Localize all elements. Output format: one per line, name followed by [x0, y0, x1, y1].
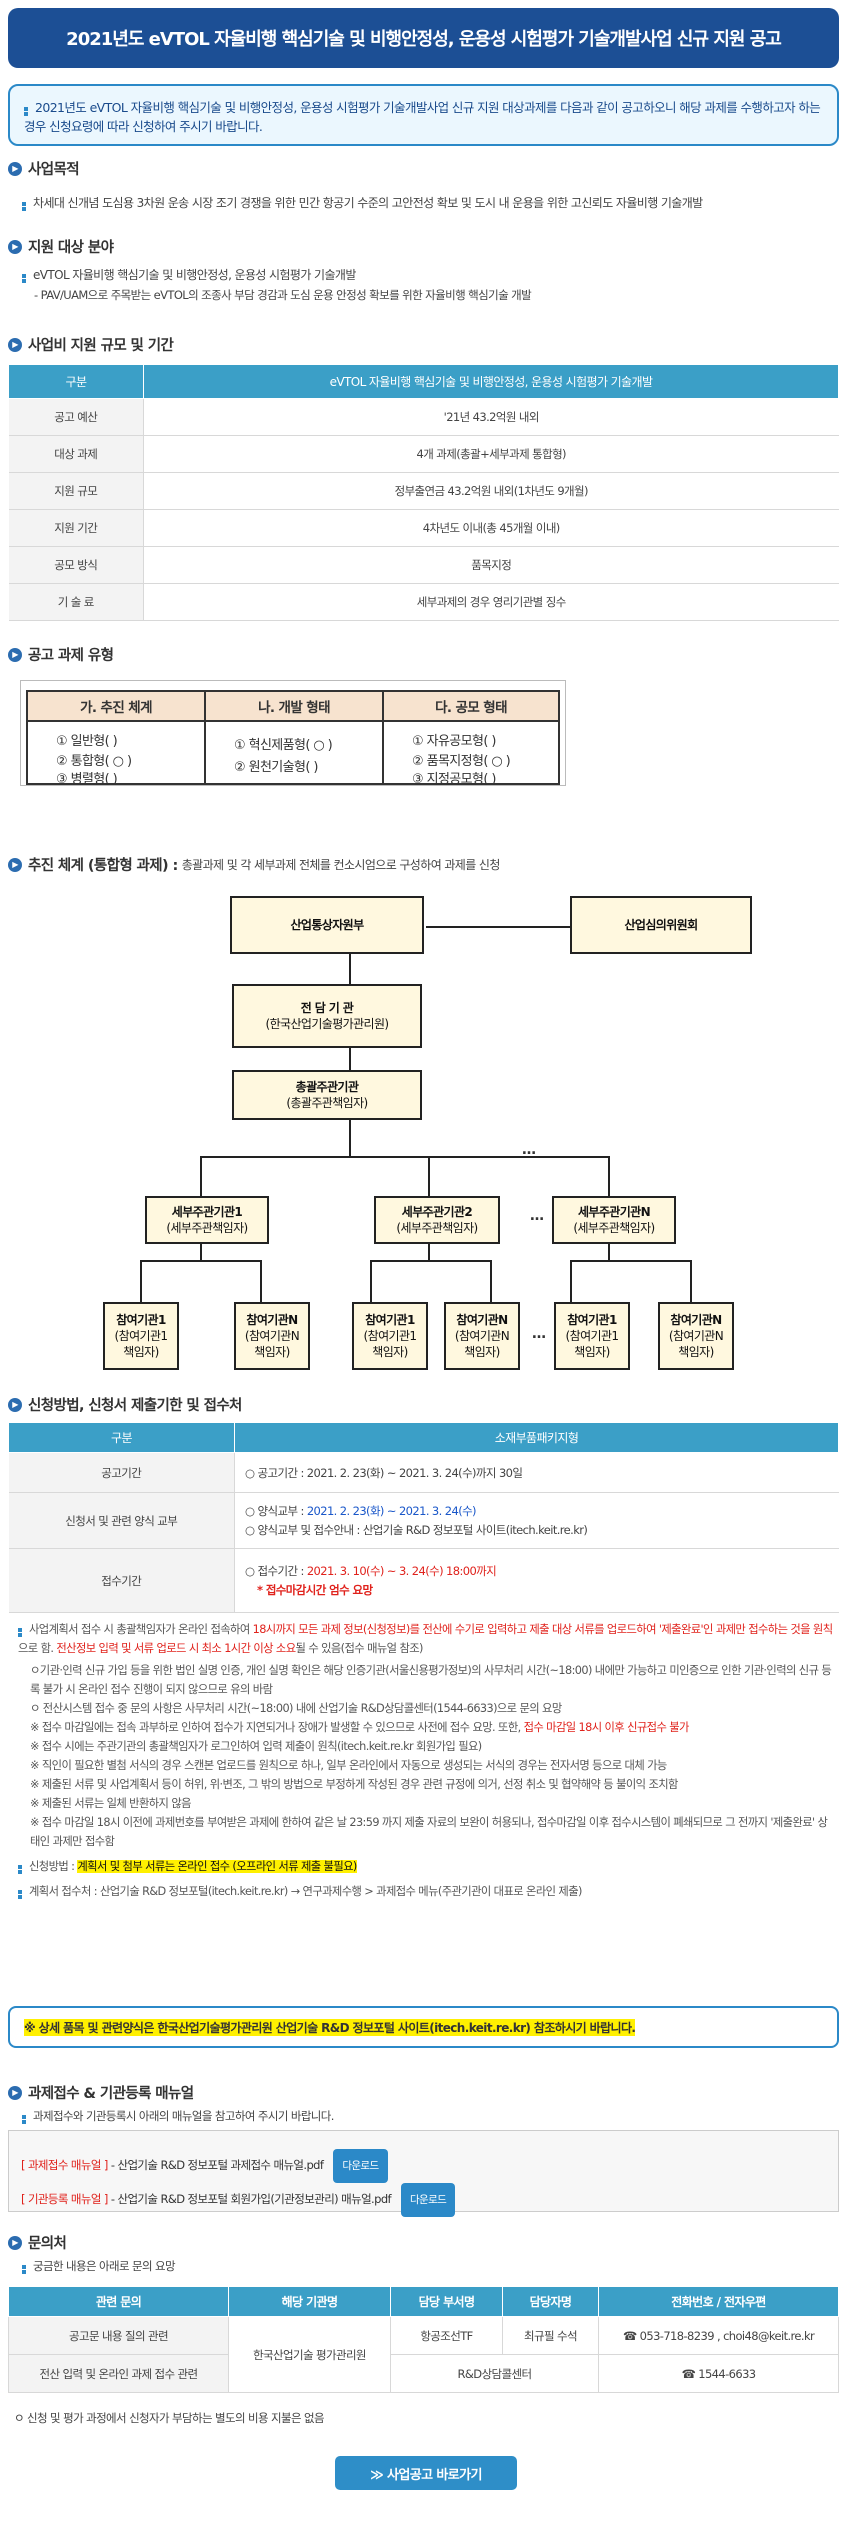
connector-line — [200, 1156, 610, 1158]
ptype-frame — [20, 680, 566, 786]
connector-line — [428, 1156, 430, 1196]
bullet-icon — [18, 1865, 22, 1869]
chevron-right-icon: ▶ — [8, 2085, 22, 2100]
warn-box: ※ 상세 품목 및 관련양식은 한국산업기술평가관리원 산업기술 R&D 정보포… — [8, 2006, 839, 2048]
purpose-text: 차세대 신개념 도심용 3차원 운송 시장 조기 경쟁을 위한 민간 항공기 수… — [22, 194, 703, 211]
ellipsis-text: … — [530, 1208, 544, 1224]
org-box-lead: 총괄주관기관(총괄주관책임자) — [232, 1070, 422, 1120]
connector-line — [608, 1156, 610, 1196]
scale-label: 대상 과제 — [8, 435, 144, 473]
scale-header-1: eVTOL 자율비행 핵심기술 및 비행안정성, 운용성 시험평가 기술개발 — [143, 364, 839, 399]
scale-label: 지원 규모 — [8, 472, 144, 510]
contact-sub: 궁금한 내용은 아래로 문의 요망 — [22, 2258, 176, 2274]
chevron-right-icon: ▶ — [8, 161, 22, 176]
connector-line — [690, 1260, 692, 1302]
scale-value: 정부출연금 43.2억원 내외(1차년도 9개월) — [143, 472, 839, 510]
download-button-1[interactable]: 다운로드 — [333, 2149, 388, 2183]
chevron-right-icon: ▶ — [8, 337, 22, 352]
connector-line — [349, 954, 351, 984]
notes-block: 사업계획서 접수 시 총괄책임자가 온라인 접속하여 18시까지 모든 과제 정… — [18, 1623, 833, 1898]
ellipsis-text: … — [532, 1326, 546, 1342]
ptype-table: 가. 추진 체계 ① 일반형( ) ② 통합형( ○ ) ③ 병렬형( ) 나.… — [26, 690, 560, 787]
chevron-right-icon: ▶ — [8, 2235, 22, 2250]
ptype-col: 가. 추진 체계 ① 일반형( ) ② 통합형( ○ ) ③ 병렬형( ) — [28, 692, 206, 787]
org-box-subn: 세부주관기관N(세부주관책임자) — [552, 1196, 676, 1244]
manual-sub: 과제접수와 기관등록시 아래의 매뉴얼을 참고하여 주시기 바랍니다. — [22, 2108, 334, 2124]
bullet-icon — [22, 2114, 26, 2119]
bullet-icon — [22, 201, 26, 206]
scale-label: 공모 방식 — [8, 546, 144, 584]
manual-box: [ 과제접수 매뉴얼 ] - 산업기술 R&D 정보포털 과제접수 매뉴얼.pd… — [8, 2130, 839, 2217]
scale-value: 4차년도 이내(총 45개월 이내) — [143, 509, 839, 547]
connector-line — [428, 1244, 430, 1260]
connector-line — [200, 1244, 202, 1260]
chevron-right-icon: ▶ — [8, 239, 22, 254]
connector-line — [349, 1120, 351, 1156]
scale-label: 지원 기간 — [8, 509, 144, 547]
bullet-icon — [22, 273, 26, 278]
org-box-agency: 전 담 기 관(한국산업기술평가관리원) — [232, 984, 422, 1048]
notice-title: 2021년도 eVTOL 자율비행 핵심기술 및 비행안정성, 운용성 시험평가… — [8, 8, 839, 68]
chevron-right-icon: ▶ — [8, 647, 22, 662]
ptype-col: 다. 공모 형태 ① 자유공모형( ) ② 품목지정형( ○ ) ③ 지정공모형… — [384, 692, 558, 787]
scale-value: 품목지정 — [143, 546, 839, 584]
chevron-right-icon: ▶ — [8, 857, 22, 872]
org-box-sub1: 세부주관기관1(세부주관책임자) — [145, 1196, 269, 1244]
bullet-icon — [18, 1628, 22, 1632]
bullet-icon — [18, 1890, 22, 1894]
connector-line — [490, 1260, 492, 1302]
org-box-sub2: 세부주관기관2(세부주관책임자) — [374, 1196, 500, 1244]
section-contact-title: ▶문의처 — [8, 2232, 67, 2253]
connector-line — [570, 1260, 692, 1262]
connector-line — [140, 1260, 262, 1262]
contact-footnote: ㅇ 신청 및 평가 과정에서 신청자가 부담하는 별도의 비용 지불은 없음 — [14, 2411, 325, 2425]
section-apply-title: ▶신청방법, 신청서 제출기한 및 접수처 — [8, 1394, 242, 1415]
intro-text: 2021년도 eVTOL 자율비행 핵심기술 및 비행안정성, 운용성 시험평가… — [24, 100, 821, 134]
connector-line — [370, 1260, 492, 1262]
connector-line — [370, 1260, 372, 1302]
go-notice-button[interactable]: ≫ 사업공고 바로가기 — [335, 2456, 517, 2490]
connector-line — [570, 1260, 572, 1302]
scale-value: 세부과제의 경우 영리기관별 징수 — [143, 583, 839, 621]
scale-header-0: 구분 — [8, 364, 144, 399]
section-purpose-title: ▶사업목적 — [8, 158, 80, 179]
section-structure-title: ▶추진 체계 (통합형 과제) :총괄과제 및 각 세부과제 전체를 컨소시엄으… — [8, 854, 500, 875]
field-line1: eVTOL 자율비행 핵심기술 및 비행안정성, 운용성 시험평가 기술개발 — [22, 266, 356, 283]
ptype-col: 나. 개발 형태 ① 혁신제품형( ○ ) ② 원천기술형( ) — [206, 692, 384, 783]
connector-line — [200, 1156, 202, 1196]
scale-label: 공고 예산 — [8, 398, 144, 436]
bullet-icon — [24, 106, 28, 111]
section-manual-title: ▶과제접수 & 기관등록 매뉴얼 — [8, 2082, 194, 2103]
download-button-2[interactable]: 다운로드 — [400, 2183, 456, 2217]
connector-line — [349, 1048, 351, 1070]
scale-value: '21년 43.2억원 내외 — [143, 398, 839, 436]
org-box-committee: 산업심의위원회 — [570, 896, 752, 954]
intro-box: 2021년도 eVTOL 자율비행 핵심기술 및 비행안정성, 운용성 시험평가… — [8, 84, 839, 146]
section-scale-title: ▶사업비 지원 규모 및 기간 — [8, 334, 174, 355]
scale-value: 4개 과제(총괄+세부과제 통합형) — [143, 435, 839, 473]
org-box-motie: 산업통상자원부 — [230, 896, 424, 954]
field-line2: - PAV/UAM으로 주목받는 eVTOL의 조종사 부담 경감과 도심 운용… — [34, 288, 532, 302]
ellipsis-text: … — [522, 1142, 536, 1158]
connector-line — [140, 1260, 142, 1302]
chevron-right-icon: ▶ — [8, 1397, 22, 1412]
section-ptype-title: ▶공고 과제 유형 — [8, 644, 114, 665]
bullet-icon — [22, 2264, 26, 2269]
connector-line — [260, 1260, 262, 1302]
connector-line — [426, 926, 570, 928]
scale-label: 기 술 료 — [8, 583, 144, 621]
section-field-title: ▶지원 대상 분야 — [8, 236, 114, 257]
connector-line — [608, 1244, 610, 1260]
